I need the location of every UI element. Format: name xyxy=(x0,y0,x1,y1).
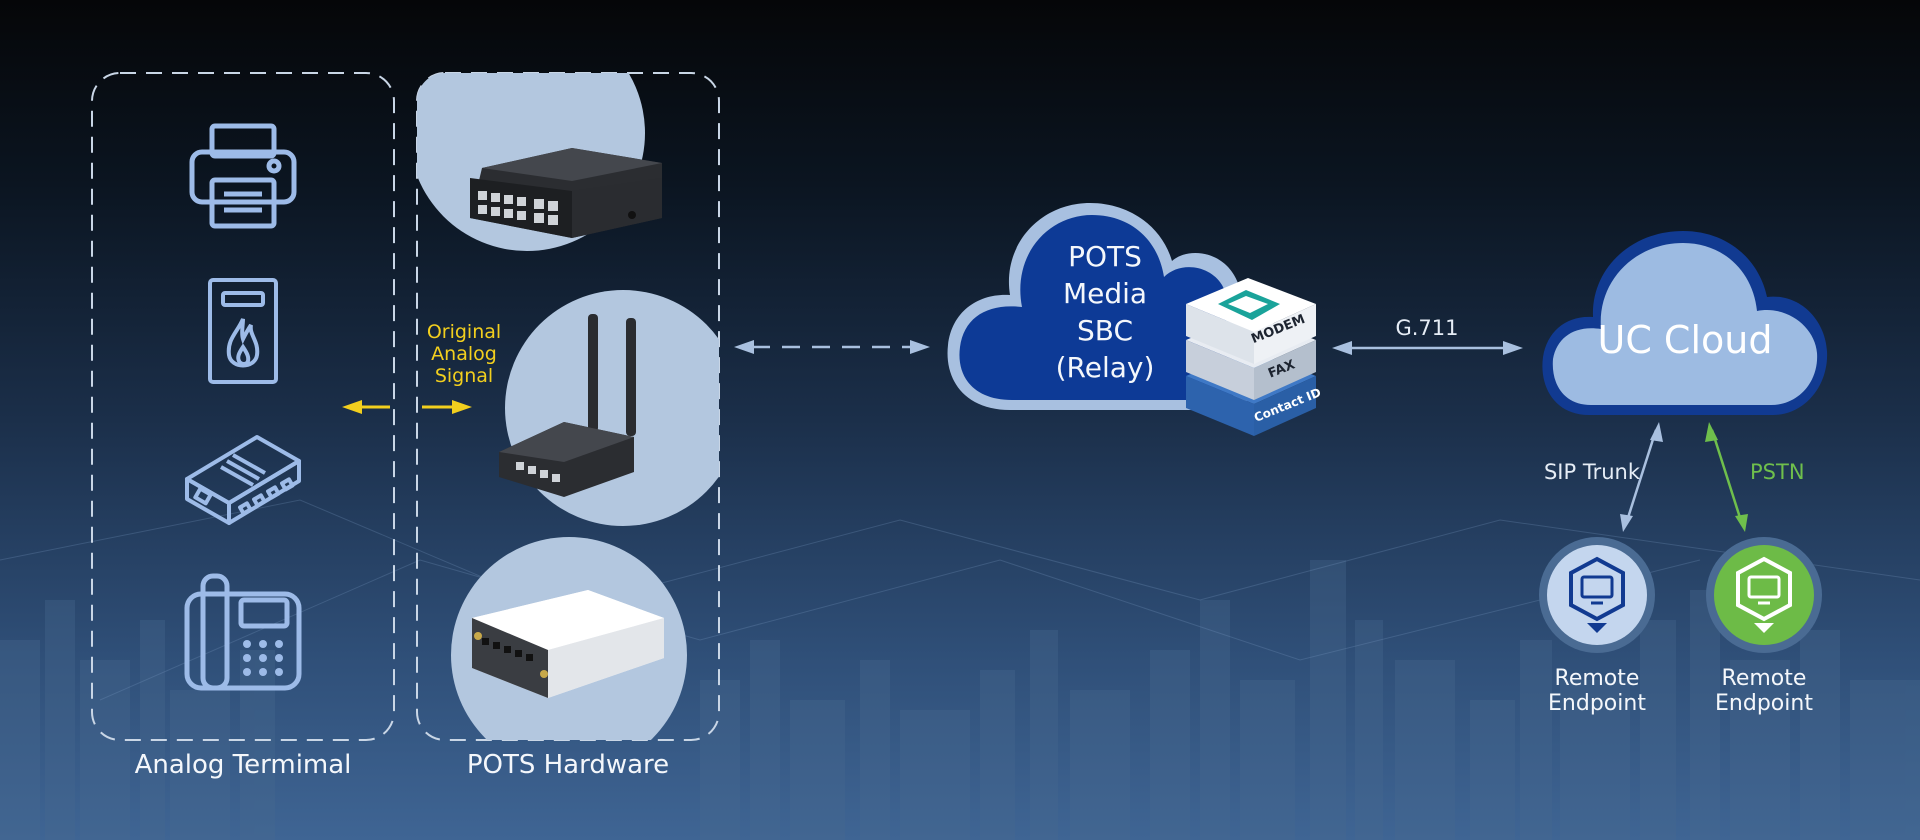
pots-gateway-device-icon xyxy=(470,148,662,238)
remote-endpoint-label-2: Remote Endpoint xyxy=(1694,666,1834,716)
remote-endpoint-2-line-2: Endpoint xyxy=(1715,691,1813,716)
pots-hardware-frame xyxy=(416,72,720,741)
analog-terminal-frame xyxy=(91,72,395,741)
uc-cloud-label: UC Cloud xyxy=(1597,318,1773,362)
desk-phone-icon xyxy=(184,573,302,691)
pots-sbc-cloud-icon xyxy=(947,203,1260,410)
analog-signal-line-2: Analog xyxy=(431,343,497,365)
lte-router-device-icon xyxy=(499,314,636,497)
sip-trunk-label: SIP Trunk xyxy=(1543,460,1640,484)
remote-endpoint-pstn-icon xyxy=(1706,537,1822,653)
remote-endpoint-1-line-1: Remote xyxy=(1554,666,1640,691)
remote-endpoint-2-line-1: Remote xyxy=(1721,666,1807,691)
hardware-to-sbc-connector xyxy=(734,340,930,354)
pots-sbc-line-3: SBC xyxy=(1076,314,1134,347)
remote-endpoint-label-1: Remote Endpoint xyxy=(1527,666,1667,716)
remote-endpoint-sip-icon xyxy=(1539,537,1655,653)
endpoint-links xyxy=(1620,422,1748,532)
pots-hardware-label: POTS Hardware xyxy=(466,750,670,780)
analog-terminal-label: Analog Termimal xyxy=(134,750,352,780)
pstn-label: PSTN xyxy=(1750,460,1805,484)
fire-alarm-icon xyxy=(208,278,278,384)
analog-signal-line-1: Original xyxy=(426,321,502,343)
analog-signal-arrow xyxy=(342,400,472,414)
printer-icon xyxy=(189,123,297,229)
analog-signal-line-3: Signal xyxy=(434,365,494,387)
g711-link-arrow xyxy=(1332,341,1523,355)
g711-label: G.711 xyxy=(1395,316,1459,340)
pots-sbc-line-4: (Relay) xyxy=(1055,351,1155,384)
analog-signal-label: Original Analog Signal xyxy=(414,321,514,387)
network-box-icon xyxy=(185,435,301,525)
ata-device-icon xyxy=(472,590,664,698)
uc-cloud-icon xyxy=(1542,231,1828,415)
sip-trunk-arrow xyxy=(1624,429,1658,525)
pstn-arrow xyxy=(1710,429,1744,525)
pots-sbc-title: POTS Media SBC (Relay) xyxy=(1040,238,1170,386)
pots-sbc-line-2: Media xyxy=(1062,277,1148,310)
protocol-stack-icon xyxy=(1186,278,1316,436)
pots-sbc-line-1: POTS xyxy=(1068,240,1142,273)
remote-endpoint-1-line-2: Endpoint xyxy=(1548,691,1646,716)
